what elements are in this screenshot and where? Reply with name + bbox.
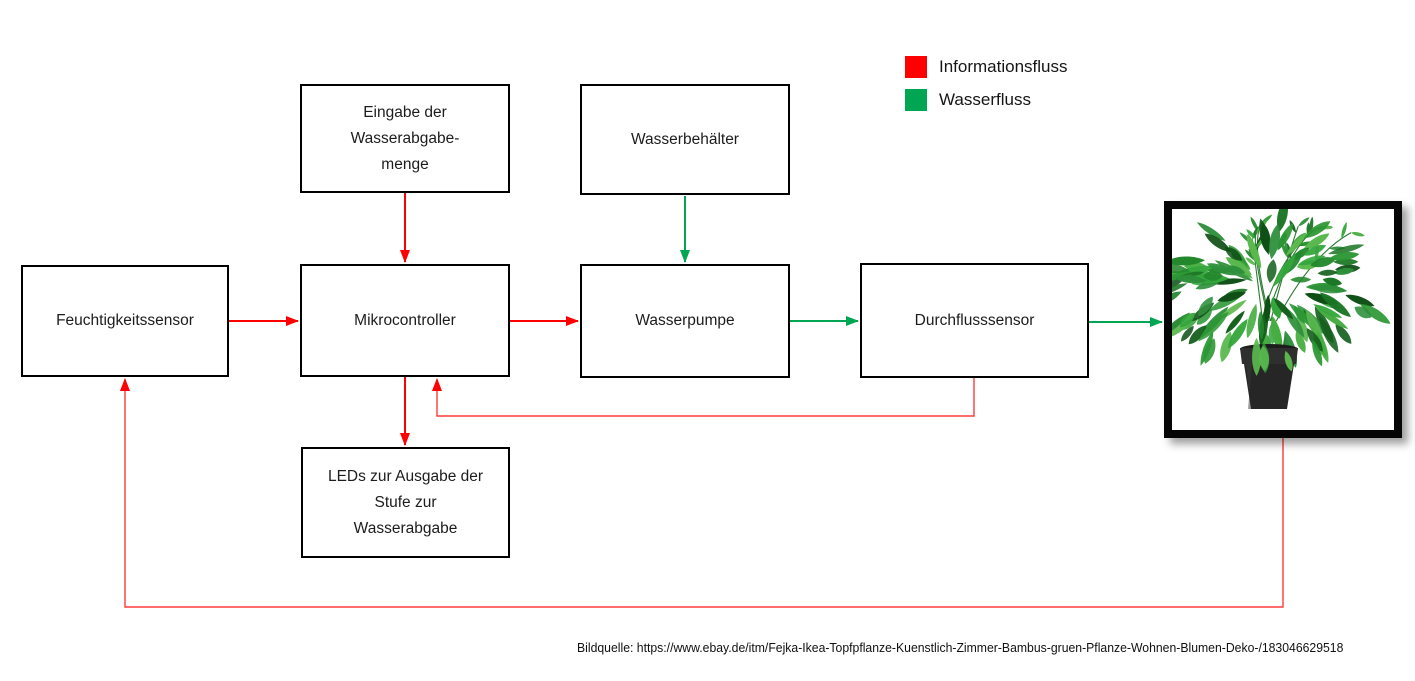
plant-photo-frame	[1164, 201, 1402, 438]
node-label: Durchflusssensor	[914, 311, 1035, 329]
node-eingabe-wasserabgabemenge: Eingabe der Wasserabgabe- menge	[300, 84, 510, 193]
legend-item-wasserfluss: Wasserfluss	[905, 89, 1031, 111]
legend-item-informationsfluss: Informationsfluss	[905, 56, 1068, 78]
legend-label: Informationsfluss	[939, 57, 1068, 76]
legend-label: Wasserfluss	[939, 90, 1031, 109]
image-source-caption: Bildquelle: https://www.ebay.de/itm/Fejk…	[577, 640, 1344, 655]
node-label: Mikrocontroller	[354, 311, 456, 329]
node-label: Eingabe der Wasserabgabe- menge	[350, 103, 460, 173]
node-label: Feuchtigkeitssensor	[56, 312, 194, 329]
edge-pflanze-to-feuchtigkeitssensor-feedback	[120, 378, 1284, 608]
informationsfluss-color-swatch	[905, 56, 927, 78]
node-feuchtigkeitssensor: Feuchtigkeitssensor	[21, 265, 229, 377]
plant-image	[1172, 209, 1393, 409]
edge-durchflusssensor-to-mikrocontroller-feedback	[432, 378, 975, 417]
node-label: Wasserbehälter	[631, 130, 739, 148]
node-label: Wasserpumpe	[635, 312, 735, 329]
node-durchflusssensor: Durchflusssensor	[860, 263, 1089, 378]
node-leds-ausgabe: LEDs zur Ausgabe der Stufe zur Wasserabg…	[301, 447, 510, 558]
node-mikrocontroller: Mikrocontroller	[300, 264, 510, 377]
node-wasserbehaelter: Wasserbehälter	[580, 84, 790, 195]
wasserfluss-color-swatch	[905, 89, 927, 111]
node-label: LEDs zur Ausgabe der Stufe zur Wasserabg…	[327, 467, 484, 537]
node-wasserpumpe: Wasserpumpe	[580, 264, 790, 378]
plant-pot	[1240, 344, 1298, 409]
